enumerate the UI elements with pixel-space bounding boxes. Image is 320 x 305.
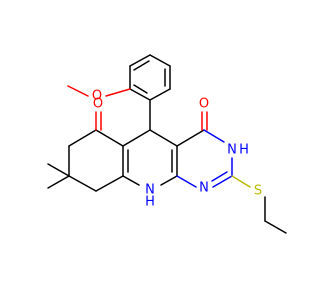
molecule-canvas: O O O N H N N H S <box>47 54 287 234</box>
methoxy-oxygen-label: O <box>92 89 102 104</box>
structure-diagram: O O O N H N N H S <box>47 54 287 234</box>
bridge-nitrogen-label: N <box>145 183 155 198</box>
amide-oxygen-label: O <box>199 97 209 112</box>
amide-carbonyl <box>201 111 208 131</box>
methoxy-group <box>67 85 131 97</box>
methoxyphenyl-ring <box>129 54 171 101</box>
ethylthio-group <box>231 175 287 234</box>
ketone-carbonyl <box>95 111 102 131</box>
bridge-nh-hydrogen-label: H <box>145 195 155 210</box>
cyclohexenone-ring <box>47 129 124 192</box>
sulfur-label: S <box>254 184 262 199</box>
ketone-oxygen-label: O <box>93 97 103 112</box>
ring-nh-hydrogen-label: H <box>239 143 249 158</box>
ring-nitrogen-label: N <box>199 181 209 196</box>
ring-nitrogen-nh-label: N <box>227 143 237 158</box>
pyrimidinone-ring <box>176 129 233 188</box>
central-ring <box>122 129 178 186</box>
